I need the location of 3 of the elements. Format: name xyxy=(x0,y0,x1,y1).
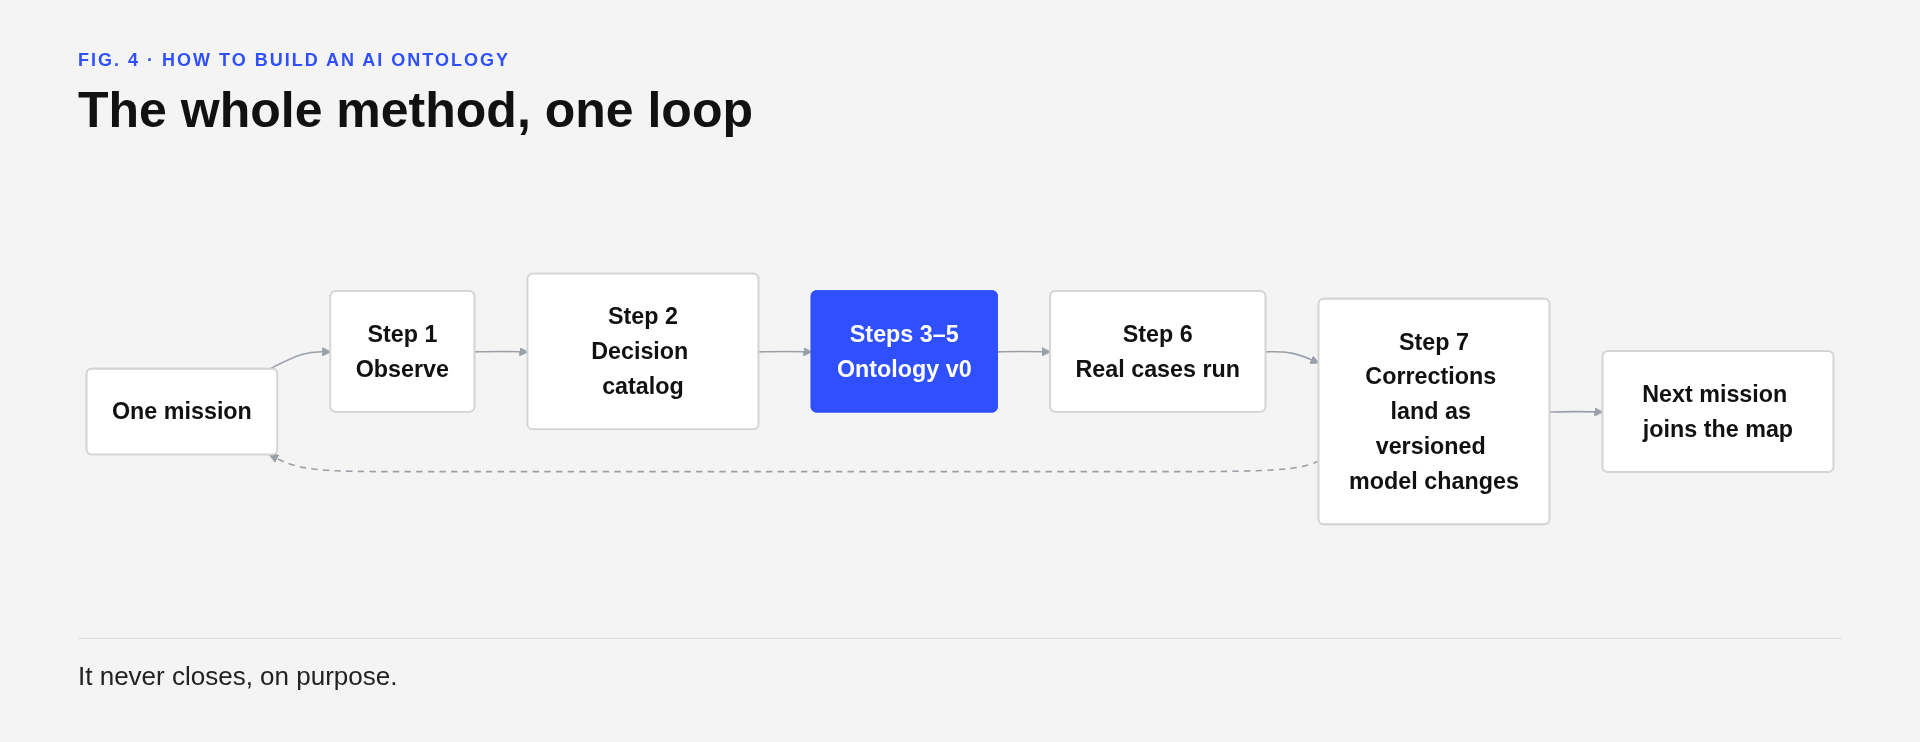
title: The whole method, one loop xyxy=(78,81,753,139)
caption: It never closes, on purpose. xyxy=(78,661,398,692)
figure-label: FIG. 4 · HOW TO BUILD AN AI ONTOLOGY xyxy=(78,50,511,71)
